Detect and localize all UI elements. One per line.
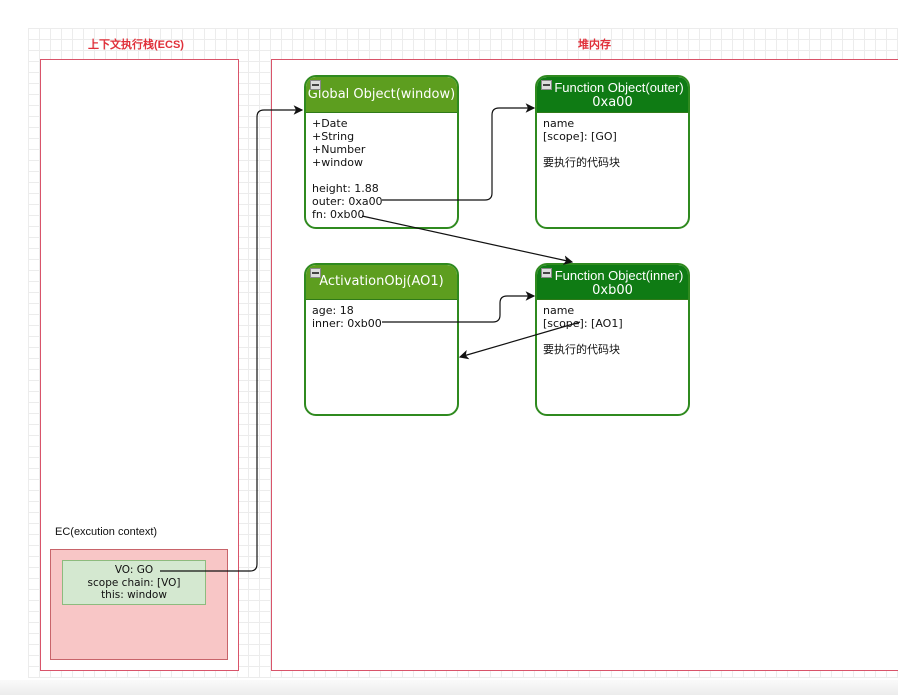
activation-object-body: age: 18 inner: 0xb00 (306, 300, 457, 334)
property: [scope]: [GO] (543, 130, 617, 143)
property: inner: 0xb00 (312, 317, 382, 330)
collapse-icon[interactable] (541, 80, 552, 90)
collapse-icon[interactable] (310, 268, 321, 278)
vo-line: VO: GO (114, 564, 154, 576)
canvas-bottom-edge (0, 680, 898, 695)
inner-function-body: name [scope]: [AO1] 要执行的代码块 (537, 300, 688, 360)
global-object-node[interactable]: Global Object(window) +Date +String +Num… (304, 75, 459, 229)
property: 要执行的代码块 (543, 156, 620, 169)
inner-function-title: Function Object(inner) (554, 268, 684, 283)
property: height: 1.88 (312, 182, 379, 195)
property: +window (312, 156, 363, 169)
global-object-body: +Date +String +Number +window height: 1.… (306, 113, 457, 225)
outer-function-node[interactable]: Function Object(outer) 0xa00 name [scope… (535, 75, 690, 229)
global-object-header: Global Object(window) (306, 77, 457, 113)
property: +String (312, 130, 355, 143)
collapse-icon[interactable] (310, 80, 321, 90)
variable-object-box[interactable]: VO: GO scope chain: [VO] this: window (62, 560, 206, 605)
outer-function-header: Function Object(outer) 0xa00 (537, 77, 688, 113)
ec-label: EC(excution context) (55, 526, 158, 538)
outer-function-title: Function Object(outer) (554, 80, 684, 95)
outer-function-address: 0xa00 (592, 95, 633, 110)
this-line: this: window (101, 589, 167, 601)
property: outer: 0xa00 (312, 195, 383, 208)
property: age: 18 (312, 304, 354, 317)
property: fn: 0xb00 (312, 208, 365, 221)
inner-function-node[interactable]: Function Object(inner) 0xb00 name [scope… (535, 263, 690, 416)
property: [scope]: [AO1] (543, 317, 623, 330)
outer-function-body: name [scope]: [GO] 要执行的代码块 (537, 113, 688, 173)
activation-object-header: ActivationObj(AO1) (306, 265, 457, 300)
inner-function-header: Function Object(inner) 0xb00 (537, 265, 688, 300)
inner-function-address: 0xb00 (592, 283, 633, 298)
property: 要执行的代码块 (543, 343, 620, 356)
heap-title: 堆内存 (578, 39, 611, 51)
collapse-icon[interactable] (541, 268, 552, 278)
property: name (543, 117, 575, 130)
property: name (543, 304, 575, 317)
global-object-title: Global Object(window) (307, 87, 456, 102)
property: +Number (312, 143, 366, 156)
scope-chain-line: scope chain: [VO] (87, 576, 181, 589)
activation-object-node[interactable]: ActivationObj(AO1) age: 18 inner: 0xb00 (304, 263, 459, 416)
activation-object-title: ActivationObj(AO1) (319, 274, 444, 289)
ecs-title: 上下文执行栈(ECS) (88, 39, 184, 51)
property: +Date (312, 117, 348, 130)
